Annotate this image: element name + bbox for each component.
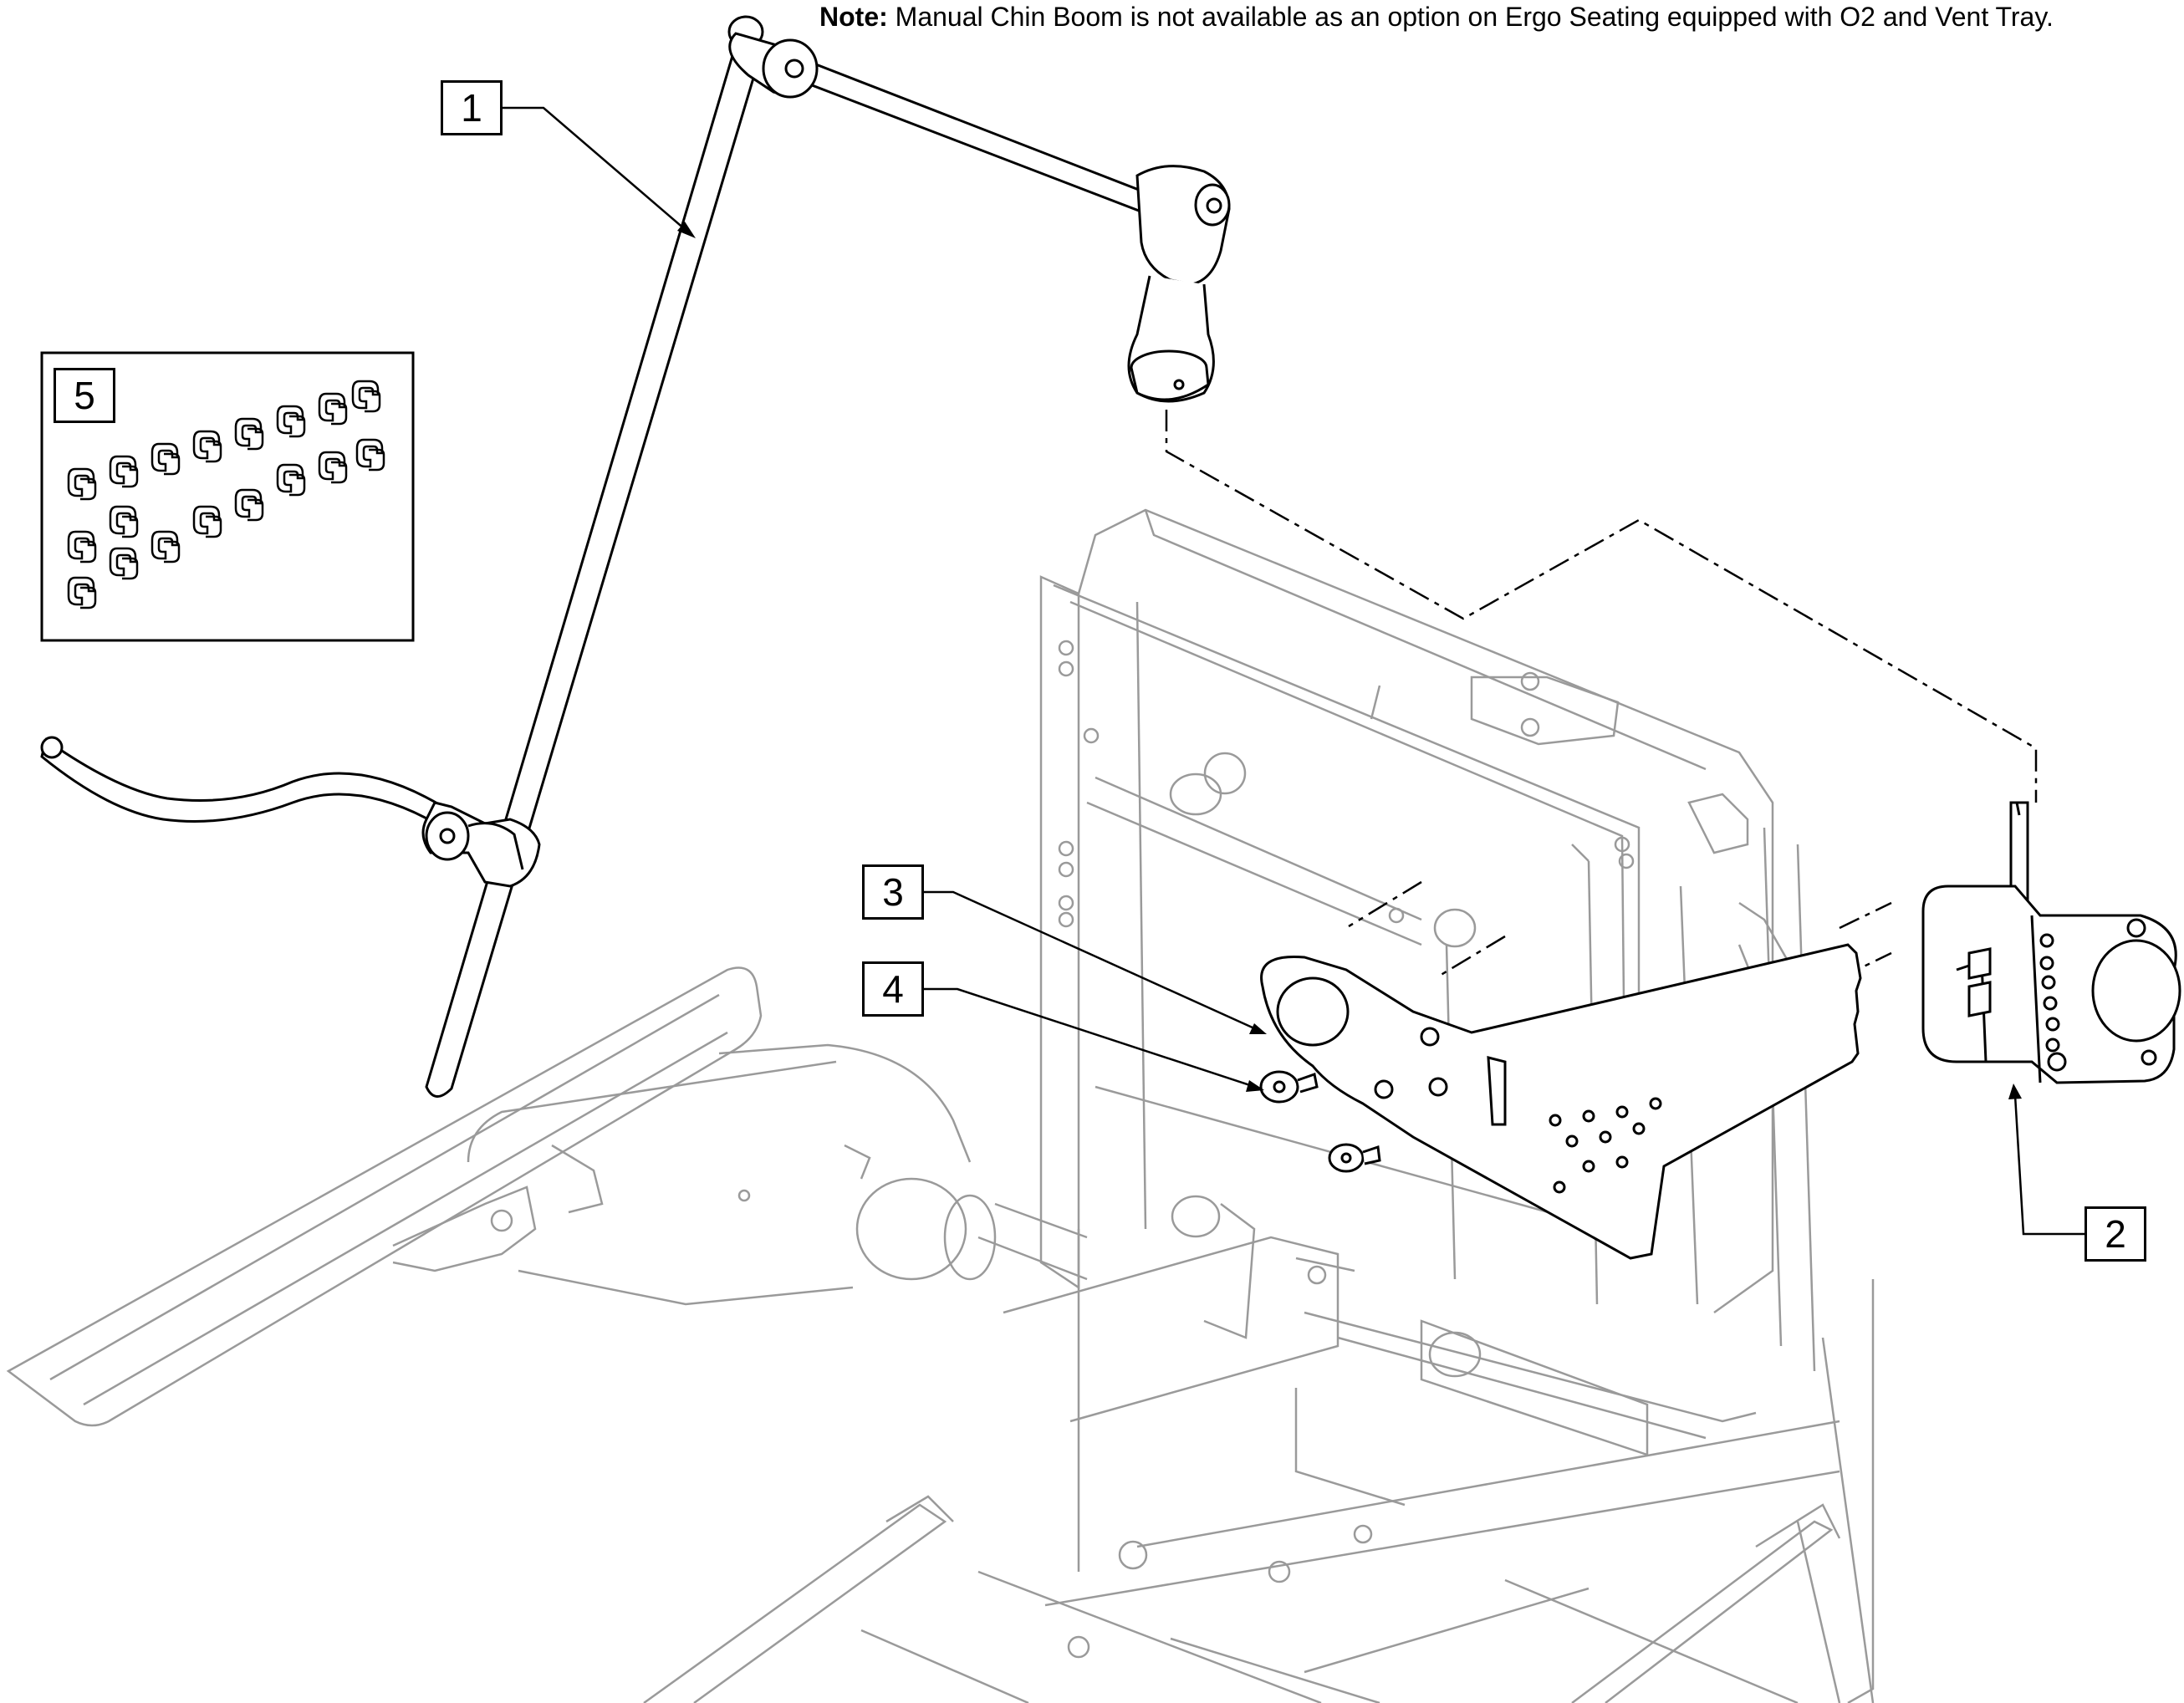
leader-arrows [677,222,2022,1099]
note-label: Note: [819,2,888,32]
callout-3: 3 [862,864,924,920]
note-text: Note: Manual Chin Boom is not available … [819,0,2054,33]
chin-boom [40,15,1231,1098]
note-body: Manual Chin Boom is not available as an … [895,2,2054,32]
leader-lines [503,106,2084,1236]
leader-3 [924,890,1255,1030]
leader-1 [503,106,686,231]
callout-5: 5 [54,368,115,423]
leader-4 [924,987,1251,1087]
mount-block [1921,801,2181,1084]
leader-2 [2013,1094,2084,1236]
callout-2: 2 [2084,1206,2146,1262]
callout-1: 1 [441,80,503,135]
callout-4: 4 [862,961,924,1017]
screws [1259,1070,1381,1173]
armrest [6,966,1088,1427]
bracket-plate [1260,943,1862,1260]
